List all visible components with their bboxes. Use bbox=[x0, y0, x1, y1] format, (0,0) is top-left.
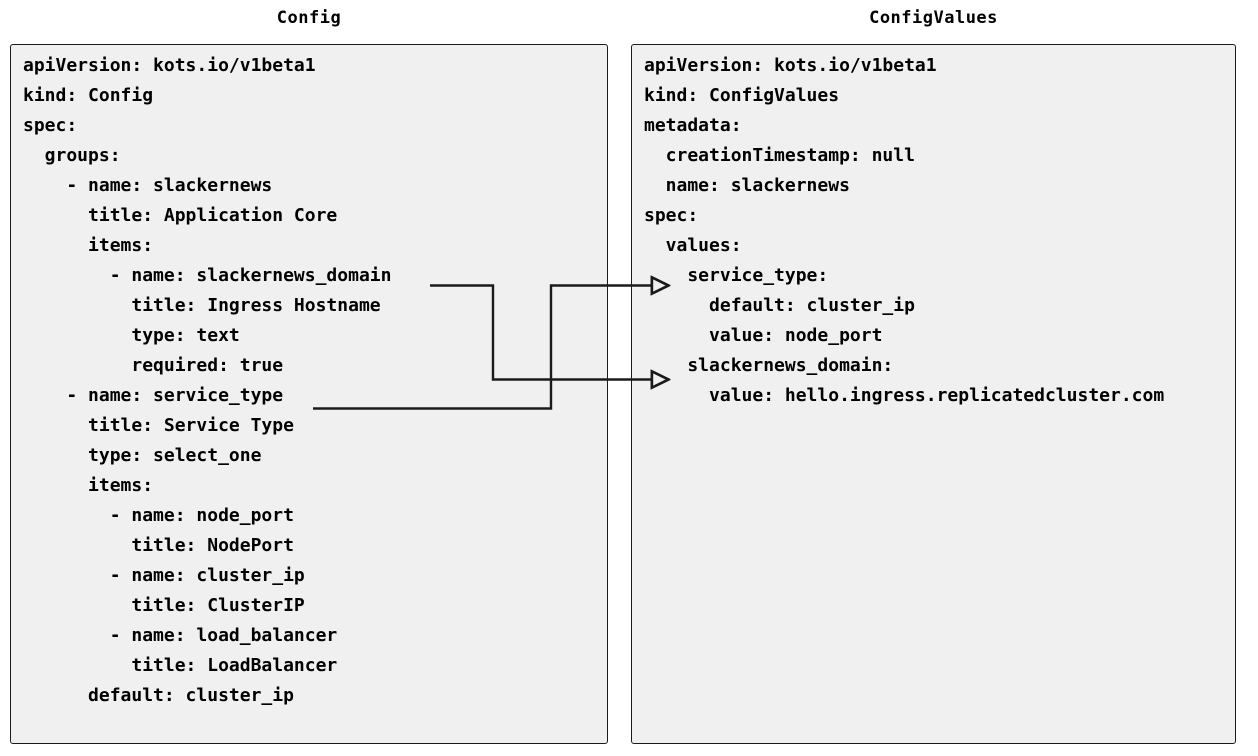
configvalues-panel: apiVersion: kots.io/v1beta1 kind: Config… bbox=[631, 44, 1236, 744]
config-yaml-code: apiVersion: kots.io/v1beta1 kind: Config… bbox=[23, 55, 392, 706]
config-panel: apiVersion: kots.io/v1beta1 kind: Config… bbox=[10, 44, 608, 744]
configvalues-panel-title: ConfigValues bbox=[869, 8, 998, 28]
configvalues-yaml-code: apiVersion: kots.io/v1beta1 kind: Config… bbox=[644, 55, 1165, 406]
config-panel-title: Config bbox=[276, 8, 342, 28]
